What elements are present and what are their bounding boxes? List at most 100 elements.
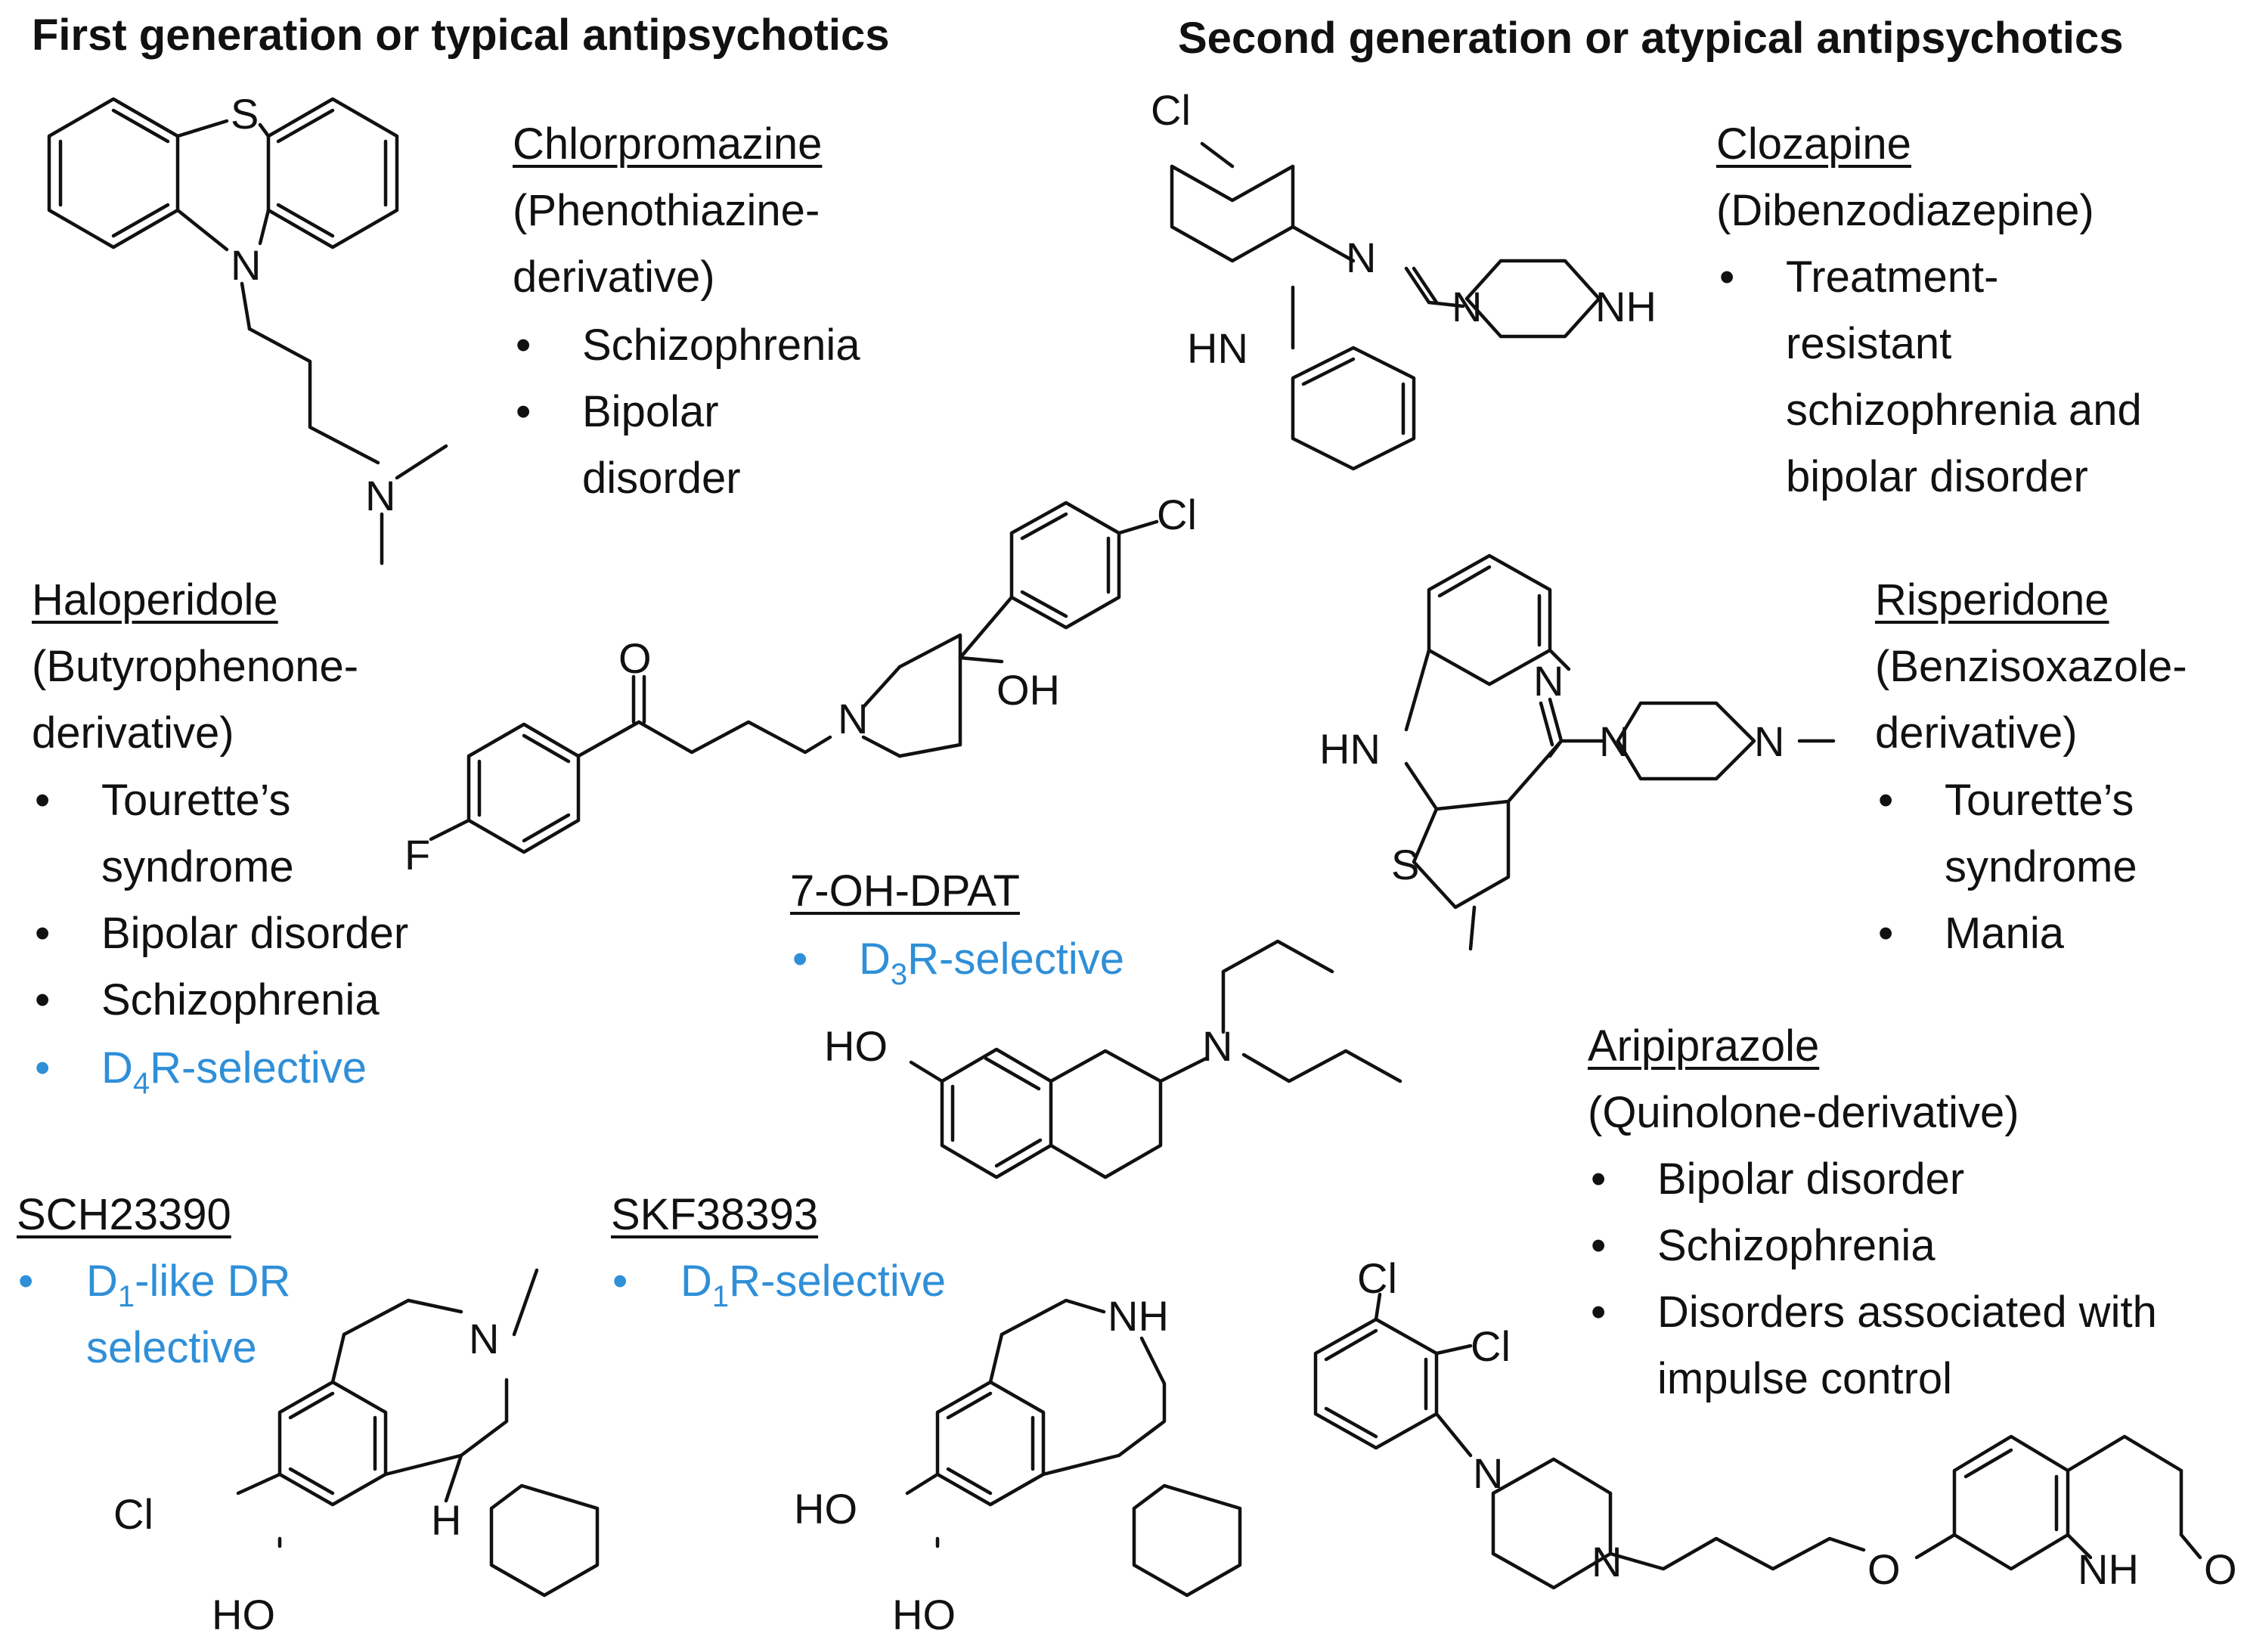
bullet-glyph: • — [516, 387, 532, 436]
use-item: syndrome — [101, 842, 294, 891]
haloperidol-structure — [429, 501, 1159, 854]
use-item: Mania — [1945, 909, 2064, 958]
drug-name: Haloperidole — [32, 575, 278, 625]
atom-hn: HN — [1319, 725, 1381, 773]
selectivity-prefix: D — [859, 934, 891, 984]
drug-class: derivative) — [513, 253, 715, 302]
atom-o: O — [2204, 1545, 2237, 1593]
bullet-glyph: • — [1591, 1288, 1607, 1337]
selectivity-label: D3R-selective — [859, 938, 1124, 990]
use-item: Bipolar disorder — [101, 909, 409, 958]
selectivity-prefix: D — [86, 1257, 118, 1306]
risperidone-structure — [1404, 553, 1836, 951]
atom-cl: Cl — [1357, 1254, 1397, 1302]
selectivity-label: selective — [86, 1323, 257, 1372]
atom-s: S — [1391, 841, 1419, 888]
drug-class: (Dibenzodiazepine) — [1716, 186, 2094, 235]
drug-class: (Quinolone-derivative) — [1588, 1088, 2019, 1137]
drug-class: derivative) — [32, 708, 234, 758]
use-item: impulse control — [1657, 1354, 1953, 1403]
bullet-glyph: • — [1878, 909, 1894, 958]
use-item: Schizophrenia — [582, 321, 860, 370]
use-item: Bipolar — [582, 387, 719, 436]
first-generation-header: First generation or typical antipsychoti… — [32, 11, 890, 60]
atom-n: N — [365, 472, 395, 519]
use-item: Tourette’s — [101, 776, 291, 825]
bullet-glyph: • — [1591, 1221, 1607, 1270]
atom-n: N — [1473, 1449, 1503, 1497]
atom-n: N — [838, 695, 868, 742]
drug-name: SKF38393 — [611, 1190, 819, 1239]
use-item: syndrome — [1945, 842, 2137, 891]
selectivity-subscript: 1 — [711, 1280, 730, 1313]
drug-name: Risperidone — [1875, 575, 2109, 625]
bullet-glyph: • — [35, 1043, 51, 1093]
atom-ho: HO — [892, 1591, 956, 1638]
use-item: bipolar disorder — [1786, 452, 2088, 501]
use-item: Schizophrenia — [1657, 1221, 1936, 1270]
atom-o: O — [618, 634, 652, 682]
atom-n: N — [1591, 1538, 1622, 1585]
use-item: Treatment- — [1786, 253, 1999, 302]
use-item: Disorders associated with — [1657, 1288, 2157, 1337]
atom-h: H — [431, 1496, 461, 1544]
drug-name: Aripiprazole — [1588, 1021, 1820, 1071]
atom-labels: S N N O N OH Cl F HO N N H Cl HO NH HO H… — [113, 86, 2237, 1638]
use-item: Schizophrenia — [101, 975, 380, 1024]
bullet-glyph: • — [18, 1257, 34, 1306]
atom-f: F — [404, 831, 430, 879]
atom-n: N — [1599, 718, 1629, 765]
bullet-glyph: • — [792, 934, 808, 984]
skf38393-structure — [905, 1298, 1242, 1598]
drug-name: Clozapine — [1716, 119, 1911, 169]
atom-n: N — [231, 241, 261, 289]
drug-name: Chlorpromazine — [513, 119, 823, 169]
selectivity-suffix: R-selective — [150, 1043, 367, 1093]
sch23390-structure — [236, 1268, 600, 1598]
selectivity-label: D1-like DR — [86, 1257, 291, 1313]
atom-n: N — [469, 1315, 499, 1362]
bullet-glyph: • — [612, 1257, 628, 1306]
atom-cl: Cl — [1151, 86, 1191, 134]
use-item: disorder — [582, 454, 741, 503]
second-generation-header: Second generation or atypical antipsycho… — [1178, 14, 2124, 63]
use-item: Tourette’s — [1945, 776, 2134, 825]
chlorpromazine-structure — [47, 97, 448, 566]
oh-dpat-structure — [909, 939, 1402, 1179]
drug-name: SCH23390 — [17, 1190, 231, 1239]
atom-n: N — [1533, 657, 1564, 705]
selectivity-suffix: R-selective — [729, 1257, 946, 1306]
atom-cl: Cl — [1471, 1322, 1511, 1370]
use-item: resistant — [1786, 319, 1952, 368]
drug-name: 7-OH-DPAT — [790, 866, 1020, 916]
atom-n: N — [1202, 1022, 1232, 1070]
clozapine-structure — [1170, 141, 1601, 471]
atom-ho: HO — [824, 1022, 888, 1070]
atom-oh: OH — [996, 666, 1060, 714]
aripiprazole-structure — [1313, 1292, 2202, 1590]
selectivity-prefix: D — [101, 1043, 133, 1093]
selectivity-subscript: 1 — [117, 1280, 135, 1313]
bullet-glyph: • — [516, 321, 532, 370]
atom-nh: NH — [2078, 1545, 2139, 1593]
bullet-glyph: • — [1719, 253, 1735, 302]
drug-class: (Butyrophenone- — [32, 642, 359, 691]
atom-cl: Cl — [1157, 491, 1197, 538]
atom-n: N — [1754, 718, 1784, 765]
atom-ho: HO — [212, 1591, 275, 1638]
atom-s: S — [231, 90, 259, 138]
selectivity-label: D4R-selective — [101, 1043, 367, 1099]
bullet-glyph: • — [35, 975, 51, 1024]
selectivity-suffix: R-selective — [907, 934, 1124, 984]
drug-class: derivative) — [1875, 708, 2078, 758]
bullet-glyph: • — [35, 909, 51, 958]
drug-class: (Benzisoxazole- — [1875, 642, 2187, 691]
atom-ho: HO — [794, 1485, 857, 1533]
selectivity-prefix: D — [680, 1257, 712, 1306]
selectivity-suffix: -like DR — [135, 1257, 291, 1306]
atom-n: N — [1452, 283, 1482, 330]
bullet-glyph: • — [35, 776, 51, 825]
bullet-glyph: • — [1878, 776, 1894, 825]
